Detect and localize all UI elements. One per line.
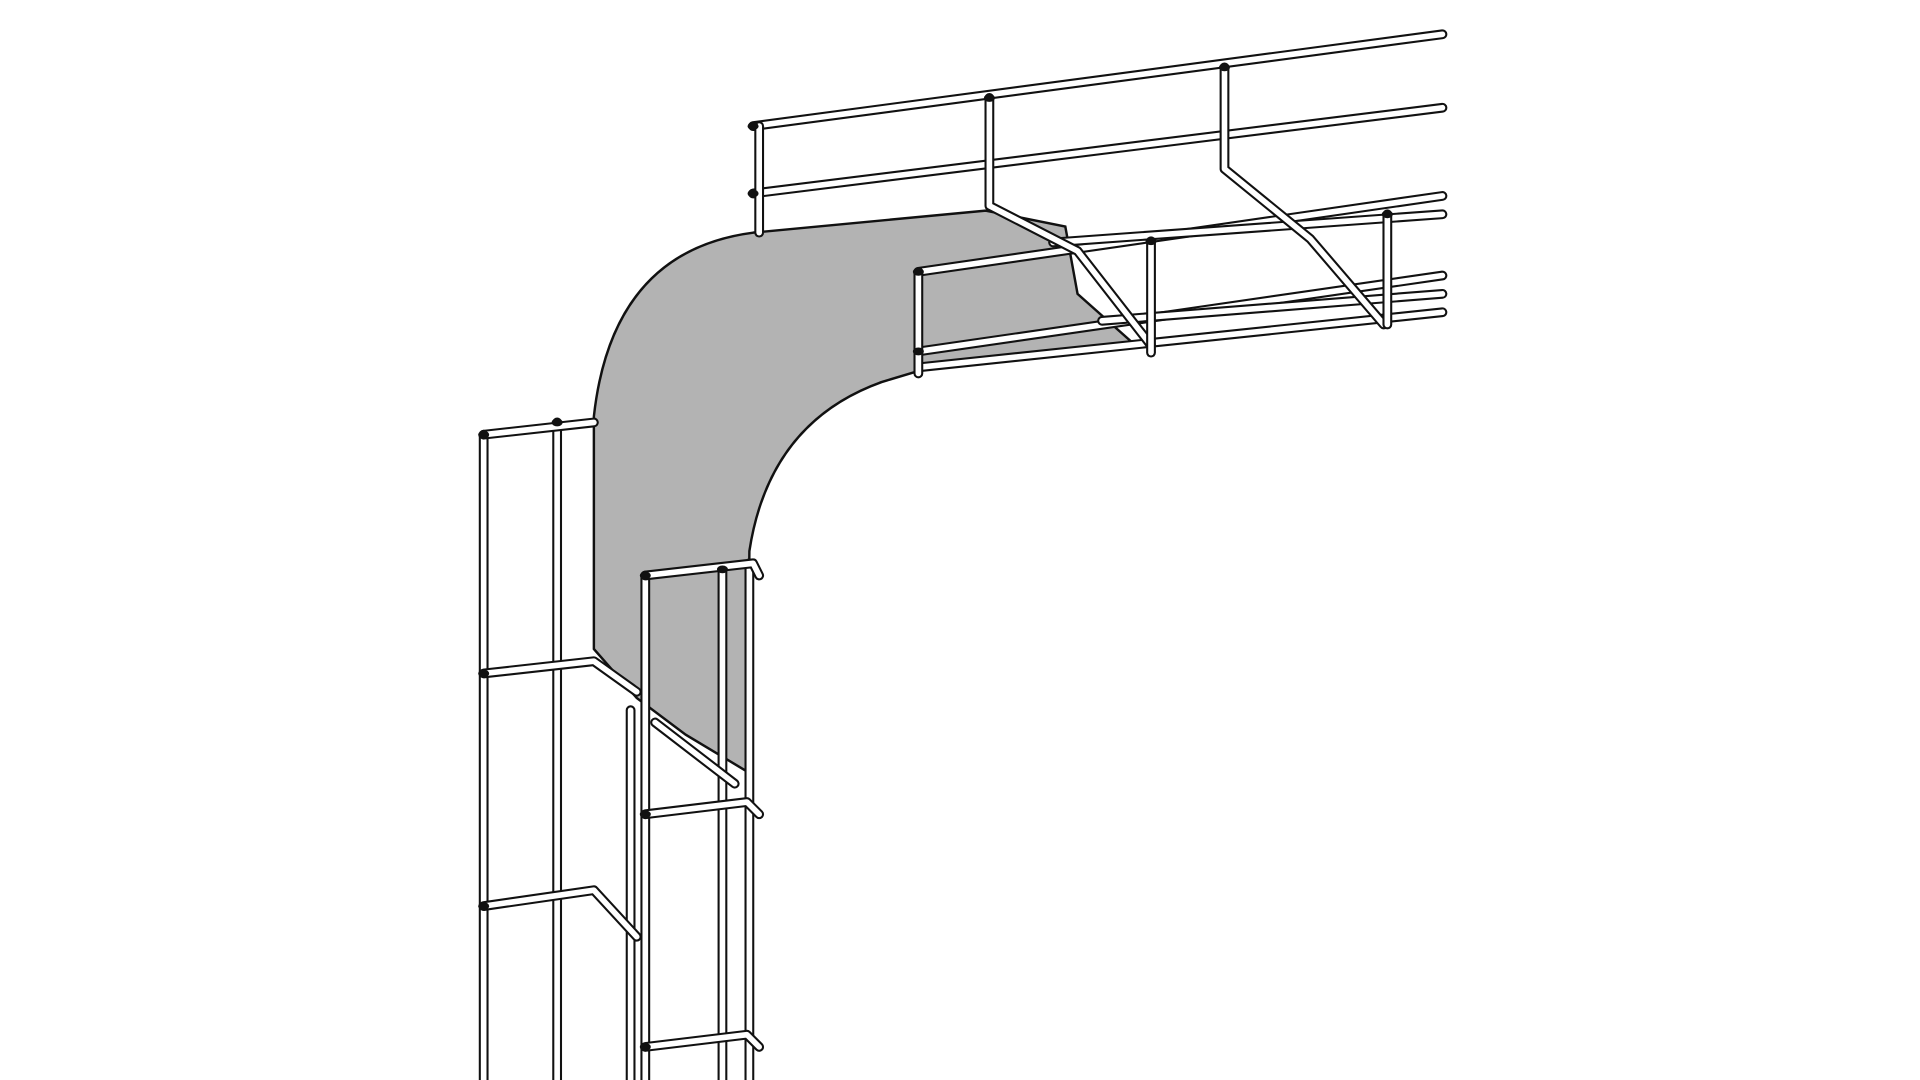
wire-end-cap (639, 810, 651, 819)
wire-end-cap (912, 347, 924, 356)
wire-segment (1221, 64, 1387, 328)
wire-end-cap (1145, 237, 1157, 246)
bend-plate (592, 209, 1136, 774)
wire-segment (1050, 211, 1446, 246)
wire-end-cap (1381, 210, 1393, 219)
wire-segment (750, 104, 1446, 197)
wire-segment (642, 560, 763, 579)
wire-end-cap (478, 669, 490, 678)
wire-end-cap (1218, 63, 1230, 72)
wire-segment (750, 31, 1446, 129)
wire-segment (642, 1031, 763, 1050)
wire-segment (642, 799, 763, 818)
wire-segment (915, 309, 1446, 371)
wire-end-cap (478, 430, 490, 439)
wire-end-cap (478, 902, 490, 911)
wire-end-cap (716, 565, 728, 574)
wire-segment (652, 719, 738, 787)
wire-end-cap (983, 94, 995, 102)
wire-end-cap (747, 189, 759, 198)
wire-end-cap (912, 267, 924, 276)
wire-segment (480, 419, 597, 438)
wire-end-cap (747, 122, 759, 131)
wire-mesh-tray (478, 29, 1448, 1080)
wire-end-cap (639, 1043, 651, 1051)
wire-end-caps (478, 63, 1393, 1051)
wire-segment (480, 887, 640, 940)
wire-end-cap (551, 418, 563, 427)
wire-end-cap (639, 571, 651, 580)
wire-segment (986, 95, 1154, 349)
wire-segment (480, 658, 640, 695)
